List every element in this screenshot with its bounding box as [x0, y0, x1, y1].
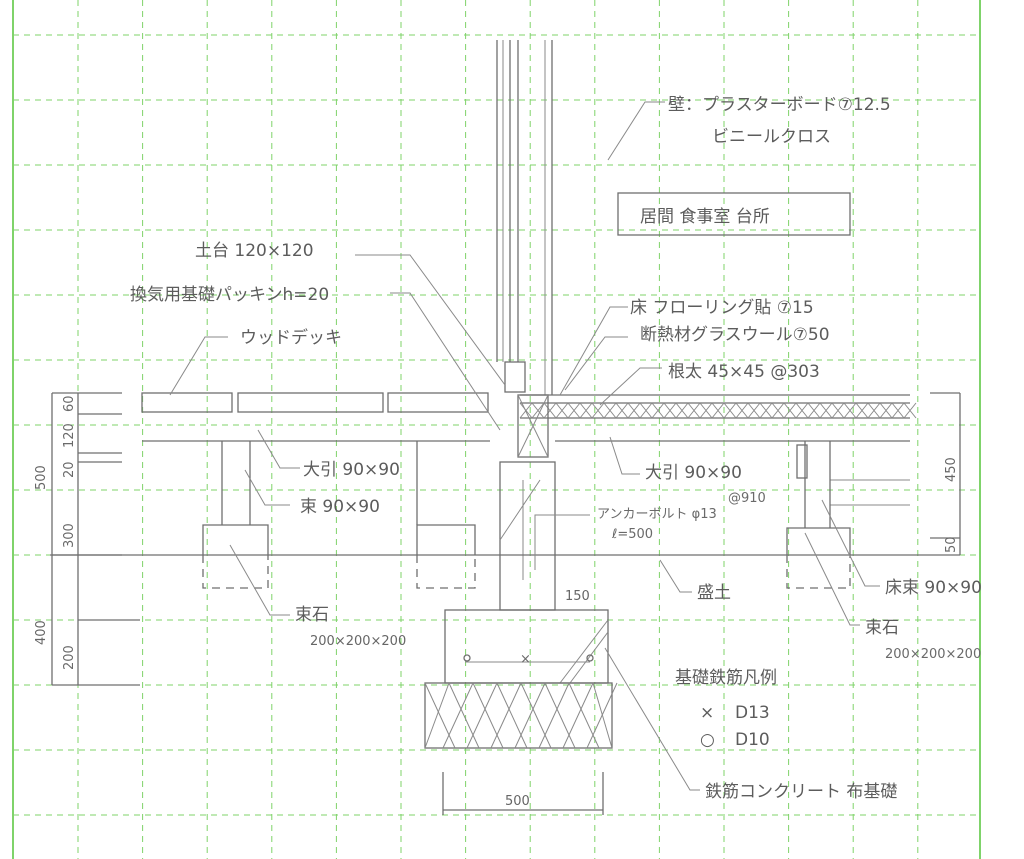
dim-footing-500: 500 — [505, 794, 530, 809]
hatch-line — [651, 402, 665, 419]
hatch-line — [514, 682, 546, 749]
hatch-line — [538, 682, 570, 749]
hatch-line — [759, 402, 773, 419]
hatch-line — [795, 402, 809, 419]
label-beam-pitch: @910 — [728, 491, 766, 506]
hatch-line — [783, 402, 797, 419]
hatch-line — [711, 402, 725, 419]
label-anchor-bolt: アンカーボルト φ13 — [597, 507, 717, 522]
legend-symbol-d10: ○ — [700, 730, 715, 750]
label-joist: 根太 45×45 @303 — [668, 362, 820, 382]
leader-lines — [169, 101, 880, 791]
label-floor: 床 フローリング貼 ⑦15 — [630, 298, 814, 318]
floor-structure — [519, 392, 960, 589]
hatch-line — [472, 682, 504, 749]
label-insulation: 断熱材グラスウール⑦50 — [640, 325, 830, 345]
label-post-left: 束 90×90 — [300, 497, 380, 517]
hatch-line — [586, 682, 618, 749]
hatch-line — [855, 402, 869, 419]
svg-text:×: × — [520, 652, 531, 667]
dim-20: 20 — [62, 461, 77, 478]
hatch-line — [591, 402, 605, 419]
dim-450: 450 — [944, 457, 959, 482]
label-sill: 土台 120×120 — [195, 241, 314, 261]
dim-200: 200 — [62, 645, 77, 670]
hatch-line — [771, 402, 785, 419]
legend-title: 基礎鉄筋凡例 — [675, 668, 777, 688]
label-beam-right: 大引 90×90 — [645, 463, 742, 483]
hatch-line — [675, 402, 689, 419]
hatch-line — [424, 682, 456, 749]
label-floor-post: 床束 90×90 — [885, 578, 982, 598]
dim-120: 120 — [62, 423, 77, 448]
hatch-line — [531, 402, 545, 419]
hatch-line — [579, 402, 593, 419]
legend-label-d10: D10 — [735, 730, 770, 750]
hatch-line — [466, 682, 498, 749]
hatch-line — [723, 402, 737, 419]
hatch-line — [639, 402, 653, 419]
hatch-line — [544, 682, 576, 749]
hatch-line — [603, 402, 617, 419]
hatch-line — [567, 402, 581, 419]
label-stone-left: 束石 — [295, 605, 329, 625]
dim-60: 60 — [62, 395, 77, 412]
legend-label-d13: D13 — [735, 703, 770, 723]
label-stone-right-size: 200×200×200 — [885, 647, 981, 662]
label-stone-right: 束石 — [865, 618, 899, 638]
hatch-line — [663, 402, 677, 419]
hatch-line — [555, 402, 569, 419]
hatch-line — [831, 402, 845, 419]
hatch-line — [735, 402, 749, 419]
hatch-line — [891, 402, 905, 419]
dim-400-lower: 400 — [34, 620, 49, 645]
label-beam-left: 大引 90×90 — [303, 460, 400, 480]
grid — [12, 0, 981, 859]
hatch-line — [442, 682, 474, 749]
dimensions — [51, 392, 961, 815]
wall — [496, 40, 553, 395]
label-wall-finish: ビニールクロス — [712, 127, 831, 147]
label-wood-deck: ウッドデッキ — [240, 327, 342, 348]
hatch-line — [520, 682, 552, 749]
label-wall: 壁：プラスターボード⑦12.5 — [668, 95, 891, 115]
foundation: × — [50, 394, 960, 749]
hatch-line — [747, 402, 761, 419]
hatch-line — [843, 402, 857, 419]
labels: 壁：プラスターボード⑦12.5 ビニールクロス 居間 食事室 台所 土台 120… — [34, 95, 982, 809]
hatch-line — [543, 402, 557, 419]
label-foundation: 鉄筋コンクリート 布基礎 — [705, 782, 897, 802]
hatch-line — [867, 402, 881, 419]
legend-symbol-d13: × — [700, 703, 714, 723]
room-title: 居間 食事室 台所 — [640, 207, 770, 227]
hatch-line — [627, 402, 641, 419]
dim-300: 300 — [62, 523, 77, 548]
label-fill: 盛土 — [697, 583, 731, 603]
hatch-line — [615, 402, 629, 419]
dim-50: 50 — [944, 536, 959, 553]
hatch-line — [687, 402, 701, 419]
hatch-line — [807, 402, 821, 419]
hatch-line — [819, 402, 833, 419]
hatch-line — [424, 682, 450, 749]
hatch-line — [562, 682, 594, 749]
hatch-line — [903, 402, 917, 419]
wood-deck — [141, 392, 490, 589]
hatch-line — [496, 682, 528, 749]
hatch-line — [699, 402, 713, 419]
label-anchor-length: ℓ=500 — [611, 527, 653, 542]
label-packing: 換気用基礎パッキンh=20 — [130, 285, 329, 305]
hatch-line — [879, 402, 893, 419]
hatch-line — [490, 682, 522, 749]
label-stone-left-size: 200×200×200 — [310, 634, 406, 649]
dim-150: 150 — [565, 589, 590, 604]
dim-500-upper: 500 — [34, 465, 49, 490]
hatch-line — [568, 682, 600, 749]
hatch-line — [448, 682, 480, 749]
